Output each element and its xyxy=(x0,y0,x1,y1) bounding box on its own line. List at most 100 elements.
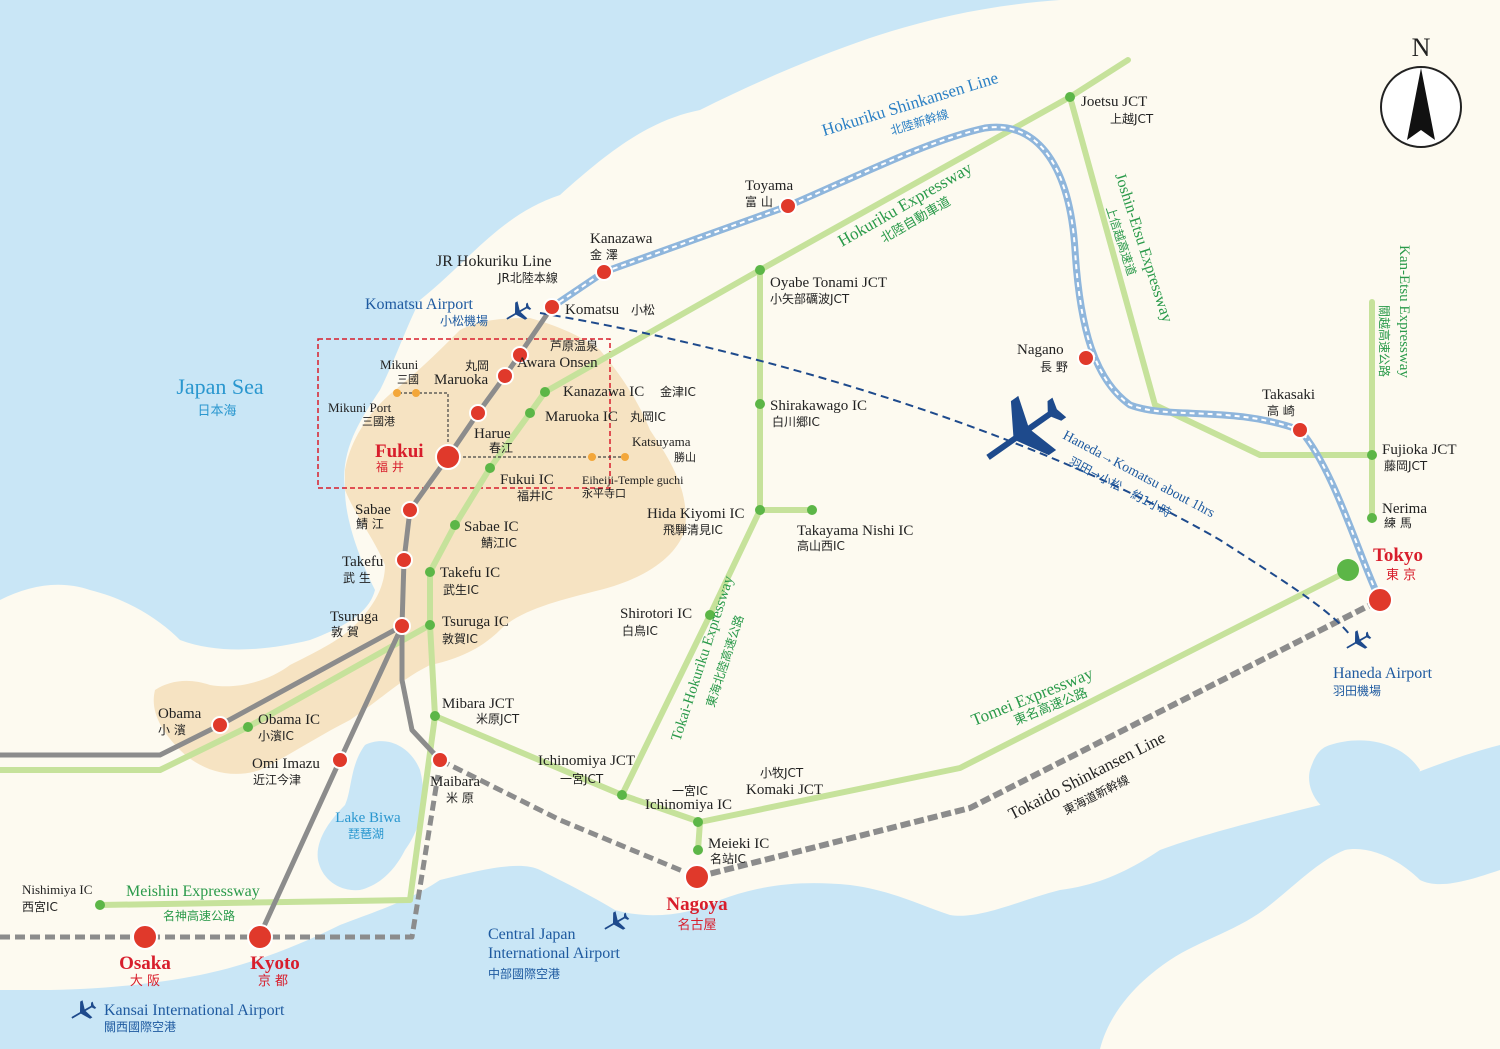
fukui-detail-box xyxy=(317,338,611,489)
station-omi-imazu[interactable] xyxy=(331,751,349,769)
label-central-airport-en: Central Japan xyxy=(488,926,576,943)
label-osaka-jp: 大 阪 xyxy=(130,974,160,989)
label-sabae-jp: 鯖 江 xyxy=(356,517,384,531)
station-kyoto[interactable] xyxy=(247,924,273,950)
jr-hokuriku-label-jp: JR北陸本線 xyxy=(497,270,558,285)
ic-takayama-nishi[interactable] xyxy=(807,505,817,515)
local-stop-markers xyxy=(393,389,629,461)
label-mikuni-en: Mikuni xyxy=(380,357,419,372)
label-komatsu-airport-en: Komatsu Airport xyxy=(365,296,474,313)
station-maruoka[interactable] xyxy=(496,367,514,385)
ic-maruoka[interactable] xyxy=(525,408,535,418)
label-sabaeic-jp: 鯖江IC xyxy=(481,536,517,550)
ic-fukui[interactable] xyxy=(485,463,495,473)
label-maibara-en: Maibara xyxy=(430,774,480,790)
label-kyoto-jp: 京 都 xyxy=(258,974,288,989)
kansai-airport-plane-icon[interactable] xyxy=(67,996,100,1026)
label-tsurugaic-en: Tsuruga IC xyxy=(442,614,509,630)
ic-tokyo-end[interactable] xyxy=(1337,559,1359,581)
airport-labels: Komatsu Airport 小松機場 Haneda Airport 羽田機場… xyxy=(104,296,1433,1034)
compass: N xyxy=(1380,33,1462,148)
station-kanazawa[interactable] xyxy=(595,263,613,281)
ic-ichinomiya-jct[interactable] xyxy=(617,790,627,800)
station-takefu[interactable] xyxy=(395,551,413,569)
station-nagoya[interactable] xyxy=(684,864,710,890)
station-komatsu[interactable] xyxy=(543,298,561,316)
ic-fujioka[interactable] xyxy=(1367,450,1377,460)
label-maruokaic-en: Maruoka IC xyxy=(545,409,618,425)
label-kanazawaic-en: Kanazawa IC xyxy=(563,384,644,400)
label-nishimiya-jp: 西宮IC xyxy=(22,899,58,914)
ic-obama[interactable] xyxy=(243,722,253,732)
station-harue[interactable] xyxy=(469,404,487,422)
label-takasaki-en: Takasaki xyxy=(1262,387,1315,403)
label-awara-jp: 芦原温泉 xyxy=(550,339,598,353)
ic-nishimiya[interactable] xyxy=(95,900,105,910)
ic-meieki[interactable] xyxy=(693,845,703,855)
stop-mikuni-2[interactable] xyxy=(412,389,420,397)
label-takefuic-en: Takefu IC xyxy=(440,565,500,581)
label-fujioka-en: Fujioka JCT xyxy=(1382,442,1457,458)
ic-kanazawa[interactable] xyxy=(540,387,550,397)
label-tokyo-en: Tokyo xyxy=(1373,545,1423,566)
station-awara-onsen[interactable] xyxy=(511,346,529,364)
ic-mibara[interactable] xyxy=(430,711,440,721)
label-kanazawaic-jp: 金津IC xyxy=(660,384,696,399)
label-kansai-airport-jp: 關西國際空港 xyxy=(104,1020,176,1034)
lake-biwa xyxy=(317,741,424,891)
stop-mikuni[interactable] xyxy=(393,389,401,397)
station-sabae[interactable] xyxy=(401,501,419,519)
station-nagano[interactable] xyxy=(1077,349,1095,367)
jr-tokaido-east xyxy=(438,757,698,880)
ic-sabae[interactable] xyxy=(450,520,460,530)
komatsu-airport-plane-icon[interactable] xyxy=(502,297,535,327)
sea-label-en: Japan Sea xyxy=(176,374,264,399)
meishin-exp-label-en: Meishin Expressway xyxy=(126,883,260,900)
stop-eiheiji[interactable] xyxy=(588,453,596,461)
ic-shirakawago[interactable] xyxy=(755,399,765,409)
ic-ichinomiya[interactable] xyxy=(693,817,703,827)
label-katsuyama-en: Katsuyama xyxy=(632,434,691,449)
ic-takefu[interactable] xyxy=(425,567,435,577)
label-nishimiya-en: Nishimiya IC xyxy=(22,882,92,897)
station-fukui[interactable] xyxy=(435,444,461,470)
label-komatsu-jp: 小松 xyxy=(631,303,655,317)
label-obama-jp: 小 濱 xyxy=(158,723,186,737)
label-mibara-jp: 米原JCT xyxy=(476,712,520,726)
ic-joetsu[interactable] xyxy=(1065,92,1075,102)
central-japan-airport-plane-icon[interactable] xyxy=(600,907,633,937)
label-fujioka-jp: 藤岡JCT xyxy=(1384,459,1428,473)
stop-katsuyama[interactable] xyxy=(621,453,629,461)
haneda-airport-plane-icon[interactable] xyxy=(1342,626,1375,656)
label-eiheiji-en: Eiheiji-Temple guchi xyxy=(582,473,684,487)
label-central-airport-en2: International Airport xyxy=(488,945,621,962)
station-osaka[interactable] xyxy=(132,924,158,950)
jr-hokuriku-label-en: JR Hokuriku Line xyxy=(436,253,552,270)
station-tokyo[interactable] xyxy=(1367,587,1393,613)
label-oyabe-en: Oyabe Tonami JCT xyxy=(770,275,887,291)
flight-path xyxy=(539,312,1351,636)
hokuriku-shinkansen-core xyxy=(551,126,1381,601)
station-takasaki[interactable] xyxy=(1291,421,1309,439)
ic-nerima[interactable] xyxy=(1367,513,1377,523)
station-maibara[interactable] xyxy=(431,751,449,769)
label-joetsu-en: Joetsu JCT xyxy=(1081,94,1147,110)
label-tokyo-jp: 東 京 xyxy=(1386,567,1416,583)
label-kyoto-en: Kyoto xyxy=(250,953,300,974)
label-shirotori-jp: 白鳥IC xyxy=(622,623,658,638)
ic-hida-kiyomi[interactable] xyxy=(755,505,765,515)
tokaido-shinkansen xyxy=(696,597,1382,880)
label-harue-jp: 春江 xyxy=(489,441,513,455)
label-takefuic-jp: 武生IC xyxy=(443,583,479,597)
station-tsuruga[interactable] xyxy=(393,617,411,635)
lake-label-en: Lake Biwa xyxy=(335,810,401,826)
ic-tsuruga[interactable] xyxy=(425,620,435,630)
station-toyama[interactable] xyxy=(779,197,797,215)
ic-shirotori[interactable] xyxy=(705,610,715,620)
ic-labels: Joetsu JCT 上越JCT Oyabe Tonami JCT 小矢部礪波J… xyxy=(22,94,1457,914)
ic-oyabe-tonami[interactable] xyxy=(755,265,765,275)
station-markers xyxy=(132,197,1393,950)
label-shirotori-en: Shirotori IC xyxy=(620,606,692,622)
label-maibara-jp: 米 原 xyxy=(446,791,474,805)
station-obama[interactable] xyxy=(211,716,229,734)
